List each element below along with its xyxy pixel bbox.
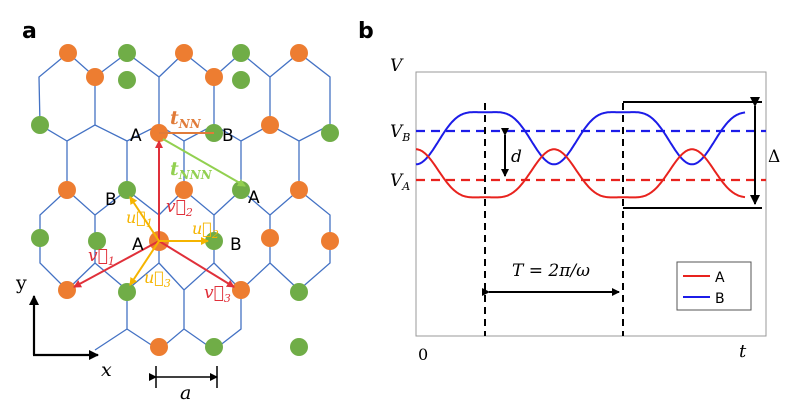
u1-arrow	[129, 196, 160, 242]
site-b	[290, 338, 308, 356]
curve-b	[415, 111, 746, 166]
site-a	[86, 68, 104, 86]
site-a	[175, 44, 193, 62]
site-b	[118, 44, 136, 62]
site-b	[232, 44, 250, 62]
site-b	[31, 229, 49, 247]
site-b	[290, 283, 308, 301]
site-a	[150, 338, 168, 356]
panel-b-label: b	[358, 19, 374, 44]
site-b	[205, 232, 223, 250]
legend-label-a: A	[715, 270, 725, 286]
label-site-a-center: A	[132, 235, 144, 255]
lattice-constant-label: a	[180, 382, 191, 404]
d-label: d	[511, 147, 522, 167]
u2-label: u⃗2	[192, 219, 219, 241]
va-label: VA	[390, 171, 410, 193]
site-a	[261, 229, 279, 247]
t-axis-label: t	[739, 341, 747, 362]
site-b	[118, 181, 136, 199]
v1-label: v⃗1	[88, 246, 115, 268]
label-site-a-top: A	[130, 126, 142, 146]
u3-label: u⃗3	[144, 268, 171, 290]
panel-a: a	[15, 19, 339, 404]
v2-label: v⃗2	[166, 197, 193, 219]
legend-label-b: B	[715, 291, 725, 307]
v3-label: v⃗3	[204, 283, 231, 305]
site-a	[58, 181, 76, 199]
origin-label: 0	[418, 345, 428, 364]
site-a	[58, 281, 76, 299]
site-b	[118, 71, 136, 89]
panel-a-label: a	[22, 19, 37, 44]
site-b	[205, 338, 223, 356]
site-a	[321, 232, 339, 250]
site-b	[232, 71, 250, 89]
lattice-sites	[31, 44, 339, 356]
label-site-b-right: B	[230, 235, 242, 255]
axis-x-label: x	[101, 359, 112, 381]
panel-b: b Δ d T = 2π/ω V VB VA 0 t A	[358, 19, 780, 364]
axis-y-label: y	[15, 272, 27, 294]
legend: A B	[676, 261, 752, 311]
site-b	[88, 232, 106, 250]
site-a	[59, 44, 77, 62]
delta-label: Δ	[768, 147, 780, 167]
vb-label: VB	[390, 122, 410, 144]
v-axis-label: V	[390, 56, 404, 76]
u1-label: u⃗1	[126, 208, 153, 230]
v3-arrow	[158, 240, 235, 288]
period-label: T = 2π/ω	[512, 261, 590, 281]
v1-arrow	[73, 240, 160, 288]
site-a	[175, 181, 193, 199]
label-site-b-left: B	[105, 190, 117, 210]
curve-a	[416, 148, 746, 199]
site-b	[321, 124, 339, 142]
site-a	[261, 116, 279, 134]
plot-frame	[415, 71, 767, 337]
site-a	[290, 44, 308, 62]
legend-box	[676, 261, 752, 311]
t-nn-label: tNN	[170, 107, 202, 131]
t-nnn-arrow	[162, 138, 246, 187]
u3-arrow	[129, 240, 160, 286]
site-b	[118, 283, 136, 301]
label-site-a-right: A	[248, 188, 260, 208]
site-a	[232, 281, 250, 299]
site-a	[205, 68, 223, 86]
site-a	[290, 181, 308, 199]
t-nnn-label: tNNN	[170, 158, 213, 182]
site-b	[31, 116, 49, 134]
label-site-b-top: B	[222, 126, 234, 146]
